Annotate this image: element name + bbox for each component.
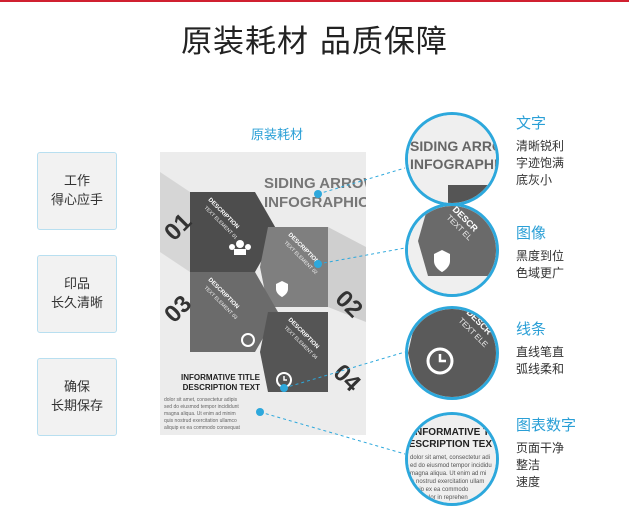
zoom-text-line1: SIDING ARROW [410,138,496,154]
poster-caption: 原装耗材 [250,128,303,143]
feature-desc-line: 整洁 [516,458,541,472]
info-title: INFORMATIVE TITLE [181,373,261,382]
zoom-lorem-line: is nostrud exercitation ullam [410,479,484,485]
arrow-02: DESCRIPTION TEXT ELEMENT 02 02 [260,227,366,323]
people-icon [229,240,251,255]
lorem-line: dolor sit amet, consectetur adipis [164,397,238,403]
feature-lines: 线条 直线笔直 弧线柔和 [516,318,626,378]
feature-desc-line: 色域更广 [516,266,565,280]
connector-dot [314,260,322,268]
zoom-text-line2: INFOGRAPHIC [410,156,496,172]
connector-dot [314,190,322,198]
feature-text: 文字 清晰锐利 字迹饱满 底灰小 [516,112,626,189]
connector-dot [280,384,288,392]
zoom-lorem-line: dolor sit amet, consectetur adi [410,455,490,461]
zoom-circle-image: DESCR TEXT EL [405,203,499,297]
connector-dot [256,408,264,416]
zoom-info-title: INFORMATIVE TI [412,427,492,438]
arrow-03: DESCRIPTION TEXT ELEMENT 03 03 [160,272,278,352]
feature-title: 图表数字 [516,416,577,434]
info-subtitle: DESCRIPTION TEXT [183,383,260,392]
zoom-lorem-line: rure dolor in reprehen [410,495,468,501]
feature-desc-line: 直线笔直 [516,345,565,359]
poster-title-line1: SIDING ARROW [264,175,366,192]
feature-box-line: 确保 [63,380,90,395]
zoom-lorem-line: ed do eiusmod tempor incididu [410,463,492,469]
lorem-line: quis nostrud exercitation ullamco [164,418,237,424]
feature-box-line: 长久清晰 [50,296,103,311]
page-title: 原装耗材 品质保障 [181,24,448,60]
feature-desc-line: 速度 [516,475,541,489]
feature-title: 文字 [516,114,547,132]
feature-chart-numbers: 图表数字 页面干净 整洁 速度 [516,414,626,491]
feature-desc-line: 黑度到位 [516,249,565,263]
feature-desc-line: 字迹饱满 [516,156,565,170]
target-icon [241,333,255,347]
feature-title: 线条 [516,320,547,338]
infographic-graphic: SIDING ARROW INFOGRAPHIC DESCRIPTION TEX… [160,152,366,435]
feature-box-line: 工作 [63,174,90,189]
shield-icon [434,250,450,272]
clock-icon [426,347,454,375]
poster-title-line2: INFOGRAPHIC [264,194,366,211]
top-rule [0,0,629,2]
feature-box-storage: 确保 长期保存 [37,358,117,436]
feature-desc-line: 页面干净 [516,441,565,455]
lorem-line: sed do eiusmod tempor incididunt [164,404,239,410]
feature-title: 图像 [516,224,547,242]
feature-box-print: 印品 长久清晰 [37,255,117,333]
feature-box-line: 得心应手 [50,193,103,208]
zoom-circle-text: SIDING ARROW INFOGRAPHIC [405,112,499,206]
arrow-01: DESCRIPTION TEXT ELEMENT 01 01 [160,172,278,272]
feature-box-line: 长期保存 [50,399,103,414]
sample-print-page: SIDING ARROW INFOGRAPHIC DESCRIPTION TEX… [160,152,366,435]
lorem-line: aliquip ex ea commodo consequat [164,425,240,431]
zoom-circle-lines: DESCR TEXT ELE [405,306,499,400]
feature-box-line: 印品 [63,277,90,292]
zoom-info-subtitle: DESCRIPTION TEX [408,439,492,450]
feature-desc-line: 弧线柔和 [516,362,565,376]
zoom-lorem-line: liquip ex ea commodo [410,487,469,493]
feature-desc-line: 底灰小 [516,173,553,187]
feature-image: 图像 黑度到位 色域更广 [516,222,626,282]
lorem-line: magna aliqua. Ut enim ad minim [164,411,236,417]
shield-icon [276,281,288,297]
feature-box-work: 工作 得心应手 [37,152,117,230]
zoom-circle-chart-numbers: INFORMATIVE TI DESCRIPTION TEX dolor sit… [405,412,499,506]
feature-desc-line: 清晰锐利 [516,139,565,153]
zoom-lorem-line: magna aliqua. Ut enim ad mi [410,471,486,477]
